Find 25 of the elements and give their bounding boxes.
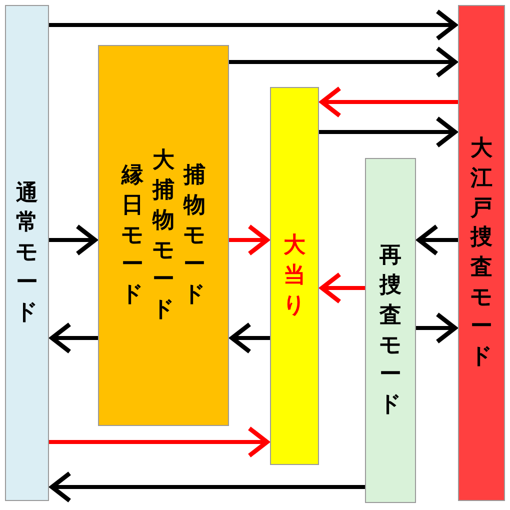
arrow xyxy=(416,224,458,256)
arrow xyxy=(319,116,458,148)
mode-box xyxy=(5,5,49,501)
arrow xyxy=(416,312,458,344)
mode-label: 大江戸捜査モード xyxy=(470,135,494,372)
arrow xyxy=(230,322,270,354)
mode-label: 捕物モード xyxy=(183,162,206,310)
arrow xyxy=(320,86,458,118)
arrow xyxy=(50,322,98,354)
mode-box xyxy=(98,45,229,426)
arrow xyxy=(49,426,270,458)
arrow xyxy=(229,224,270,256)
mode-label: 大捕物モード xyxy=(152,147,176,324)
arrow xyxy=(50,471,365,503)
arrow xyxy=(320,272,365,304)
mode-box xyxy=(270,87,319,465)
mode-label: 大当り xyxy=(282,232,306,320)
mode-label: 縁日モード xyxy=(120,162,144,310)
mode-box xyxy=(365,158,416,503)
mode-box xyxy=(458,5,505,501)
mode-label: 再捜査モード xyxy=(378,242,402,419)
arrow xyxy=(49,9,458,41)
mode-label: 通常モード xyxy=(15,180,39,327)
arrow xyxy=(49,224,98,256)
arrow xyxy=(229,46,458,78)
